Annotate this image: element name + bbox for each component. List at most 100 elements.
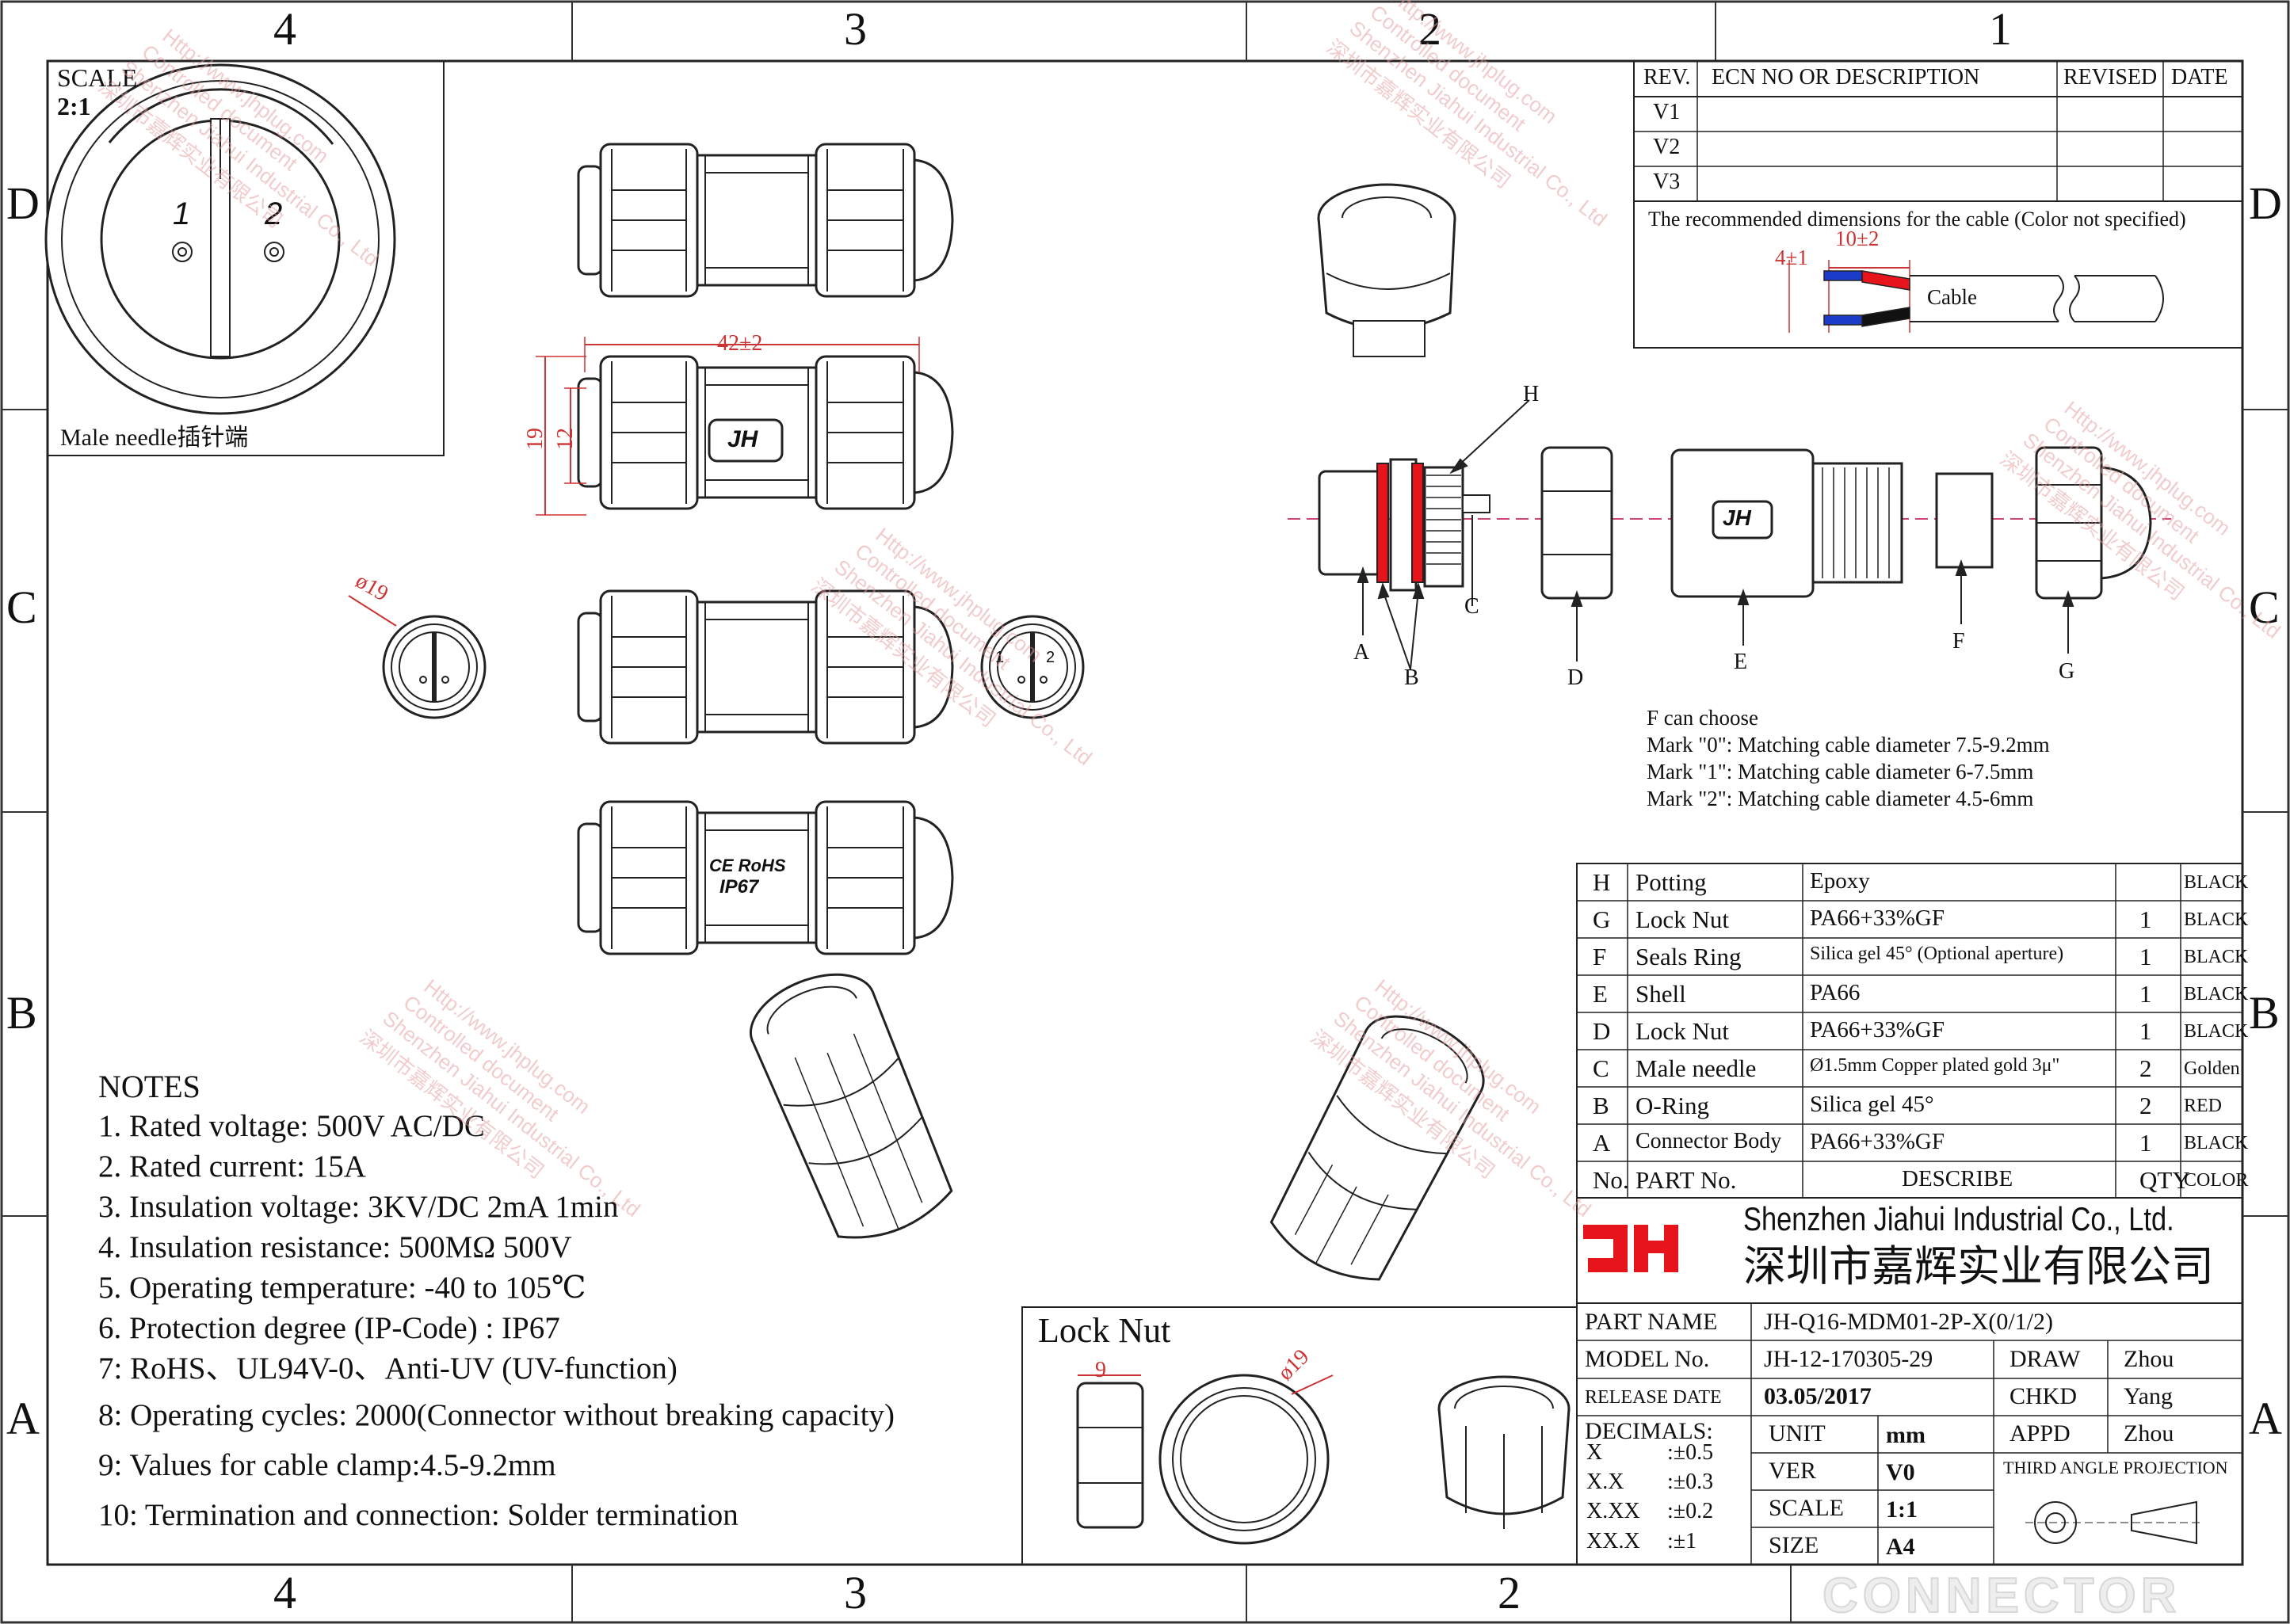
note-item: 10: Termination and connection: Solder t… — [98, 1498, 739, 1532]
rev-v1: V1 — [1653, 100, 1681, 124]
bom-cell-desc: PA66 — [1810, 980, 1861, 1005]
grid-col-2-top: 2 — [1418, 3, 1441, 55]
face-pin-2: 2 — [1046, 649, 1055, 666]
bom-cell-desc: PA66+33%GF — [1810, 1129, 1945, 1154]
scale-pin-1: 1 — [173, 196, 191, 231]
tol-x-v: :±0.5 — [1667, 1440, 1714, 1465]
bom-cell-no: B — [1593, 1092, 1609, 1119]
grid-col-4-top: 4 — [273, 3, 296, 55]
brand-badge-text: JH — [727, 426, 758, 452]
tol-x-k: X — [1586, 1440, 1603, 1465]
dim-height-inner: 12 — [553, 428, 578, 450]
appd-label: APPD — [2009, 1420, 2071, 1447]
note-item: 3. Insulation voltage: 3KV/DC 2mA 1min — [98, 1190, 619, 1224]
chkd-label: CHKD — [2009, 1383, 2078, 1409]
bom-cell-desc: Silica gel 45° — [1810, 1092, 1934, 1117]
bom-cell-no: D — [1593, 1017, 1611, 1045]
label-f: F — [1952, 629, 1965, 654]
bom-cell-desc: DESCRIBE — [1902, 1166, 2013, 1191]
bom-cell-color: BLACK — [2184, 984, 2249, 1005]
note-item: 4. Insulation resistance: 500MΩ 500V — [98, 1230, 572, 1264]
grid-row-b-right: B — [2249, 987, 2280, 1039]
note-item: 8: Operating cycles: 2000(Connector with… — [98, 1398, 895, 1432]
rev-header-rev: REV. — [1643, 65, 1691, 90]
draw-label: DRAW — [2009, 1346, 2081, 1372]
tol-xxx-k: X.XX — [1586, 1499, 1640, 1523]
label-e: E — [1734, 650, 1748, 674]
note-item: 2. Rated current: 15A — [98, 1149, 366, 1184]
bom-cell-desc: Ø1.5mm Copper plated gold 3μ" — [1810, 1055, 2060, 1076]
cable-dim-length: 10±2 — [1835, 227, 1880, 250]
label-d: D — [1567, 665, 1584, 690]
grid-row-a-right: A — [2249, 1393, 2282, 1444]
grid-row-c-right: C — [2249, 581, 2280, 633]
grid-col-3-top: 3 — [844, 3, 867, 55]
bom-cell-desc: PA66+33%GF — [1810, 905, 1945, 931]
label-a: A — [1353, 640, 1370, 665]
f-option-2: Mark "2": Matching cable diameter 4.5-6m… — [1647, 787, 2034, 810]
bom-cell-color: BLACK — [2184, 1021, 2249, 1042]
appd-value: Zhou — [2124, 1420, 2174, 1447]
scale-label: SCALE — [57, 63, 138, 92]
f-option-0: Mark "0": Matching cable diameter 7.5-9.… — [1647, 733, 2050, 757]
decimals-label: DECIMALS: — [1585, 1418, 1713, 1444]
grid-col-1-top: 1 — [1989, 3, 2012, 55]
bom-cell-qty: 1 — [2139, 943, 2152, 970]
scale-pin-2: 2 — [265, 196, 283, 231]
size-label: SIZE — [1769, 1532, 1819, 1558]
bom-cell-no: G — [1593, 905, 1611, 933]
exploded-badge-text: JH — [1723, 505, 1751, 530]
company-logo: JH — [0, 0, 1, 1]
notes-title: NOTES — [98, 1069, 200, 1104]
bom-cell-no: F — [1593, 943, 1607, 970]
face-pin-1: 1 — [995, 649, 1005, 666]
bom-cell-color: BLACK — [2184, 947, 2249, 967]
cable-label: Cable — [1927, 285, 1977, 309]
note-item: 5. Operating temperature: -40 to 105℃ — [98, 1271, 586, 1305]
dim-height-outer: 19 — [523, 428, 548, 450]
cable-note: The recommended dimensions for the cable… — [1648, 208, 2186, 231]
note-item: 1. Rated voltage: 500V AC/DC — [98, 1109, 485, 1143]
bom-cell-part: Lock Nut — [1635, 905, 1729, 933]
label-c: C — [1464, 594, 1479, 619]
ver-value: V0 — [1886, 1459, 1915, 1485]
tol-xx-k: X.X — [1586, 1470, 1624, 1494]
bom-cell-qty: 2 — [2139, 1092, 2152, 1119]
size-value: A4 — [1886, 1534, 1915, 1560]
note-item: 9: Values for cable clamp:4.5-9.2mm — [98, 1448, 556, 1482]
bom-cell-no: A — [1593, 1129, 1611, 1157]
bom-cell-desc: PA66+33%GF — [1810, 1017, 1945, 1043]
bom-cell-part: Potting — [1635, 868, 1707, 896]
grid-row-b-left: B — [6, 987, 37, 1039]
footer-mark: CONNECTOR — [1822, 1569, 2181, 1623]
bom-cell-no: H — [1593, 868, 1611, 896]
lock-nut-width: 9 — [1095, 1358, 1106, 1382]
model-label: MODEL No. — [1585, 1346, 1710, 1372]
f-option-title: F can choose — [1647, 706, 1758, 730]
grid-row-a-left: A — [6, 1393, 40, 1444]
bom-cell-part: PART No. — [1635, 1166, 1737, 1194]
label-h: H — [1523, 382, 1540, 406]
grid-row-c-left: C — [6, 581, 37, 633]
f-option-1: Mark "1": Matching cable diameter 6-7.5m… — [1647, 760, 2034, 783]
bom-cell-color: Golden — [2184, 1058, 2240, 1079]
bom-cell-color: RED — [2184, 1096, 2222, 1116]
grid-col-4-bottom: 4 — [273, 1567, 296, 1618]
bom-cell-no: C — [1593, 1054, 1609, 1082]
lock-nut-title: Lock Nut — [1038, 1311, 1171, 1350]
grid-row-d-left: D — [6, 177, 40, 229]
draw-value: Zhou — [2124, 1346, 2174, 1372]
company-name-cn: 深圳市嘉辉实业有限公司 — [1743, 1241, 2214, 1291]
rev-v3: V3 — [1653, 170, 1681, 194]
bom-cell-part: Male needle — [1635, 1054, 1757, 1082]
tol-xxd-k: XX.X — [1586, 1529, 1640, 1553]
bom-cell-part: O-Ring — [1635, 1092, 1709, 1119]
bom-cell-part: Shell — [1635, 980, 1686, 1008]
ip-marking: IP67 — [719, 876, 759, 898]
note-item: 7: RoHS、UL94V-0、Anti-UV (UV-function) — [98, 1351, 677, 1386]
bom-cell-desc: Silica gel 45° (Optional aperture) — [1810, 944, 2064, 964]
ver-label: VER — [1769, 1458, 1816, 1484]
bom-cell-color: COLOR — [2184, 1170, 2249, 1191]
tol-xx-v: :±0.3 — [1667, 1470, 1714, 1494]
bom-cell-qty: 1 — [2139, 1017, 2152, 1045]
